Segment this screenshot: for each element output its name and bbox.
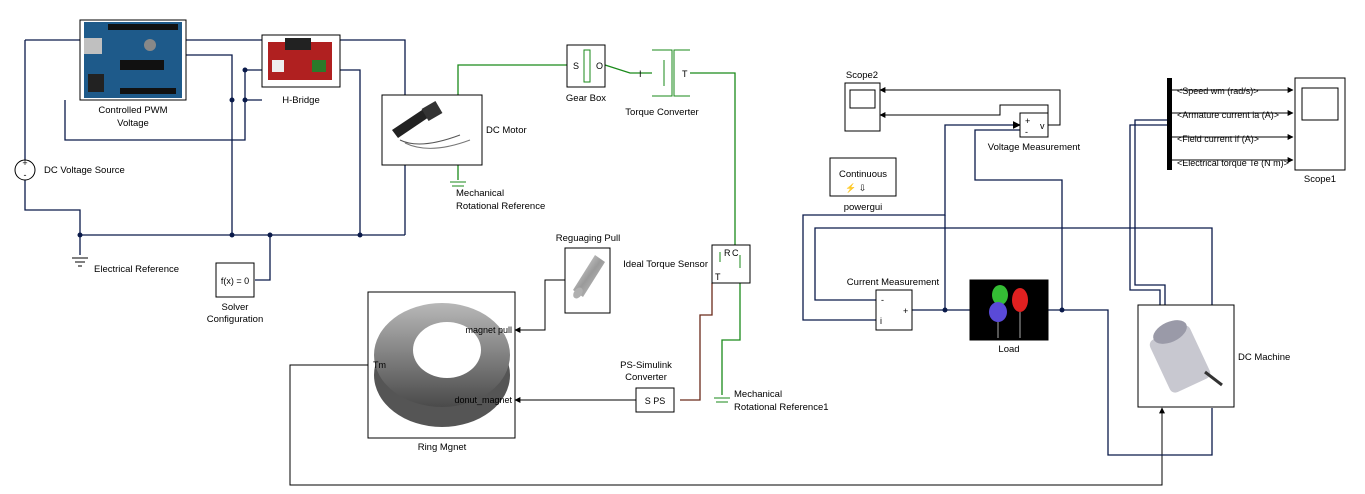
ring-label: Ring Mgnet	[418, 442, 467, 453]
bus-signal-armature: <Armature current ia (A)>	[1177, 110, 1279, 120]
mechanical-wires	[457, 64, 741, 395]
hbridge-block[interactable]: H-Bridge	[261, 34, 341, 106]
ring-port-tm: Tm	[373, 360, 386, 370]
volt-port-minus: -	[1025, 127, 1028, 137]
scope2-label: Scope2	[846, 70, 878, 81]
curr-meas-label: Current Measurement	[847, 277, 940, 288]
pwm-label-line1: Controlled PWM	[98, 105, 167, 116]
scope1-label: Scope1	[1304, 174, 1336, 185]
cylinder-magnet-icon	[573, 255, 605, 299]
mechanical-reference-block[interactable]: Mechanical Rotational Reference	[450, 181, 545, 212]
gearbox-port-s: S	[573, 61, 579, 71]
torque-sensor-port-c: C	[732, 248, 739, 258]
volt-port-v: v	[1040, 121, 1045, 131]
mech-ref-label-line2: Rotational Reference	[456, 201, 545, 212]
motor-driver-board-icon	[268, 38, 332, 80]
torque-converter-block[interactable]: I T Torque Converter	[625, 49, 699, 118]
solver-label-line1: Solver	[222, 302, 249, 313]
powergui-text: Continuous	[839, 169, 887, 180]
volt-port-plus: +	[1025, 116, 1030, 126]
gearbox-block[interactable]: S O Gear Box	[566, 44, 606, 104]
load-block[interactable]: Load	[969, 279, 1049, 355]
electrical-wires-left	[24, 39, 406, 281]
dc-machine-icon	[1149, 320, 1223, 393]
electrical-wires-right	[802, 87, 1294, 456]
svg-text:+: +	[22, 158, 27, 168]
torque-sensor-port-r: R	[724, 248, 731, 258]
mechanical-reference1-block[interactable]: Mechanical Rotational Reference1	[714, 389, 829, 413]
scope1-block[interactable]: Scope1	[1294, 77, 1346, 185]
torque-conv-label: Torque Converter	[625, 107, 698, 118]
ps-sim-label-line2: Converter	[625, 372, 667, 383]
elec-ref-label: Electrical Reference	[94, 264, 179, 275]
powergui-icon: ⚡ ⇩	[845, 182, 866, 194]
gearbox-label: Gear Box	[566, 93, 606, 104]
powergui-label: powergui	[844, 202, 883, 213]
bus-selector[interactable]: <Speed wm (rad/s)> <Armature current ia …	[1167, 78, 1289, 170]
electrical-reference-block[interactable]: Electrical Reference	[72, 257, 179, 275]
dc-machine-label: DC Machine	[1238, 352, 1290, 363]
dc-motor-icon	[392, 100, 471, 149]
dc-source-label: DC Voltage Source	[44, 165, 125, 176]
mech-ref1-label-line2: Rotational Reference1	[734, 402, 829, 413]
arduino-board-icon	[84, 22, 182, 98]
curr-port-i: i	[880, 316, 882, 326]
torque-sensor-port-t: T	[715, 272, 721, 282]
solver-text: f(x) = 0	[221, 276, 249, 286]
torque-conv-port-t: T	[682, 69, 688, 79]
torque-sensor-label: Ideal Torque Sensor	[623, 259, 708, 270]
bus-signal-torque: <Electrical torque Te (N m)>	[1177, 158, 1289, 168]
pwm-block[interactable]: Controlled PWM Voltage	[79, 19, 187, 129]
voltage-measurement-block[interactable]: + - v Voltage Measurement	[988, 112, 1081, 153]
gearbox-port-o: O	[596, 61, 603, 71]
ps-sim-text: S PS	[645, 396, 666, 406]
dc-motor-block[interactable]: DC Motor	[381, 94, 527, 166]
svg-text:-: -	[24, 170, 27, 180]
ps-simulink-converter-block[interactable]: S PS PS-Simulink Converter	[620, 360, 675, 413]
ring-magnet-icon	[374, 303, 510, 427]
dc-motor-label: DC Motor	[486, 125, 527, 136]
solver-configuration-block[interactable]: f(x) = 0 Solver Configuration	[207, 262, 264, 325]
torque-conv-port-i: I	[639, 69, 642, 79]
pull-block[interactable]: Reguaging Pull	[556, 233, 620, 314]
dc-voltage-source-block[interactable]: + - DC Voltage Source	[14, 158, 125, 181]
torque-sensor-block[interactable]: R C T Ideal Torque Sensor	[623, 244, 751, 284]
ps-sim-label-line1: PS-Simulink	[620, 360, 672, 371]
current-measurement-block[interactable]: - + i Current Measurement	[847, 277, 940, 331]
led-lamps-icon	[989, 285, 1028, 338]
volt-meas-label: Voltage Measurement	[988, 142, 1081, 153]
mech-ref1-label-line1: Mechanical	[734, 389, 782, 400]
scope2-block[interactable]: Scope2	[844, 70, 881, 132]
hbridge-label: H-Bridge	[282, 95, 320, 106]
pwm-label-line2: Voltage	[117, 118, 149, 129]
physical-signal-wires	[289, 279, 1165, 486]
curr-port-minus: -	[881, 295, 884, 305]
load-label: Load	[998, 344, 1019, 355]
dc-machine-block[interactable]: DC Machine	[1137, 304, 1290, 408]
bus-signal-field: <Field current if (A)>	[1177, 134, 1259, 144]
mech-ref-label-line1: Mechanical	[456, 188, 504, 199]
ring-port-donut: donut_magnet	[454, 395, 512, 405]
bus-signal-speed: <Speed wm (rad/s)>	[1177, 86, 1259, 96]
solver-label-line2: Configuration	[207, 314, 264, 325]
ring-magnet-block[interactable]: Tm magnet pull donut_magnet Ring Mgnet	[367, 291, 516, 453]
curr-port-plus: +	[903, 306, 908, 316]
pull-label: Reguaging Pull	[556, 233, 620, 244]
ring-port-pull: magnet pull	[465, 325, 512, 335]
powergui-block[interactable]: Continuous ⚡ ⇩ powergui	[829, 157, 897, 213]
